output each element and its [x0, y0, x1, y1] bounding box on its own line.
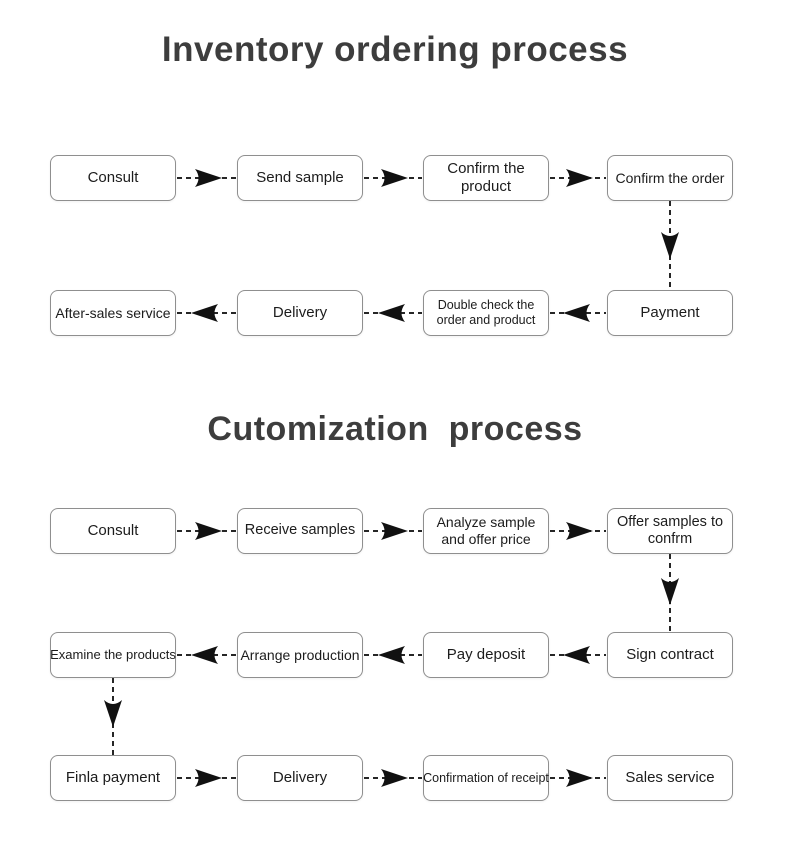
box-confirm-the-product: Confirm the product [423, 155, 549, 201]
box-sign-contract: Sign contract [607, 632, 733, 678]
arrow-down-icon [660, 554, 680, 632]
box-label: Arrange production [240, 646, 360, 663]
box-label: Consult [87, 522, 139, 540]
box-double-check-order-product: Double check the order and product [423, 290, 549, 336]
arrow-right-icon [549, 521, 607, 541]
box-label: Payment [640, 304, 700, 322]
box-pay-deposit: Pay deposit [423, 632, 549, 678]
arrow-right-icon [363, 768, 423, 788]
arrow-right-icon [176, 168, 237, 188]
box-send-sample: Send sample [237, 155, 363, 201]
box-arrange-production: Arrange production [237, 632, 363, 678]
box-examine-the-products: Examine the products [50, 632, 176, 678]
box-label: Confirmation of receipt [423, 770, 549, 785]
box-offer-samples-to-confirm: Offer samples to confrm [607, 508, 733, 554]
box-label: Consult [87, 169, 139, 187]
box-label: Delivery [272, 304, 328, 322]
arrow-right-icon [363, 168, 423, 188]
arrow-right-icon [363, 521, 423, 541]
box-label: Delivery [272, 769, 328, 787]
arrow-down-icon [660, 201, 680, 290]
box-label: Offer samples to confrm [616, 513, 724, 547]
box-confirmation-of-receipt: Confirmation of receipt [423, 755, 549, 801]
arrow-left-icon [176, 303, 237, 323]
box-receive-samples: Receive samples [237, 508, 363, 554]
arrow-right-icon [549, 168, 607, 188]
arrow-right-icon [549, 768, 607, 788]
box-label: Double check the order and product [436, 298, 536, 327]
arrow-left-icon [549, 645, 607, 665]
box-delivery-2: Delivery [237, 755, 363, 801]
box-analyze-sample-offer-price: Analyze sample and offer price [423, 508, 549, 554]
box-confirm-the-order: Confirm the order [607, 155, 733, 201]
customization-process-title: Cutomization process [207, 410, 583, 448]
box-label: Finla payment [65, 769, 161, 787]
box-delivery: Delivery [237, 290, 363, 336]
box-label: Receive samples [244, 522, 356, 539]
box-label: Pay deposit [446, 646, 526, 664]
inventory-process-title: Inventory ordering process [161, 30, 629, 69]
box-final-payment: Finla payment [50, 755, 176, 801]
arrow-left-icon [363, 645, 423, 665]
arrow-right-icon [176, 768, 237, 788]
box-payment: Payment [607, 290, 733, 336]
box-label: Confirm the product [447, 160, 525, 195]
box-label: Examine the products [50, 647, 176, 663]
arrow-right-icon [176, 521, 237, 541]
box-consult-2: Consult [50, 508, 176, 554]
box-sales-service: Sales service [607, 755, 733, 801]
arrow-left-icon [176, 645, 237, 665]
box-label: Send sample [256, 169, 344, 187]
box-label: Sign contract [626, 646, 714, 664]
box-label: Sales service [625, 769, 715, 787]
arrow-left-icon [549, 303, 607, 323]
box-after-sales-service: After-sales service [50, 290, 176, 336]
box-label: Confirm the order [615, 169, 725, 186]
box-label: After-sales service [55, 304, 171, 321]
arrow-left-icon [363, 303, 423, 323]
box-label: Analyze sample and offer price [436, 514, 536, 547]
arrow-down-icon [103, 678, 123, 755]
box-consult: Consult [50, 155, 176, 201]
